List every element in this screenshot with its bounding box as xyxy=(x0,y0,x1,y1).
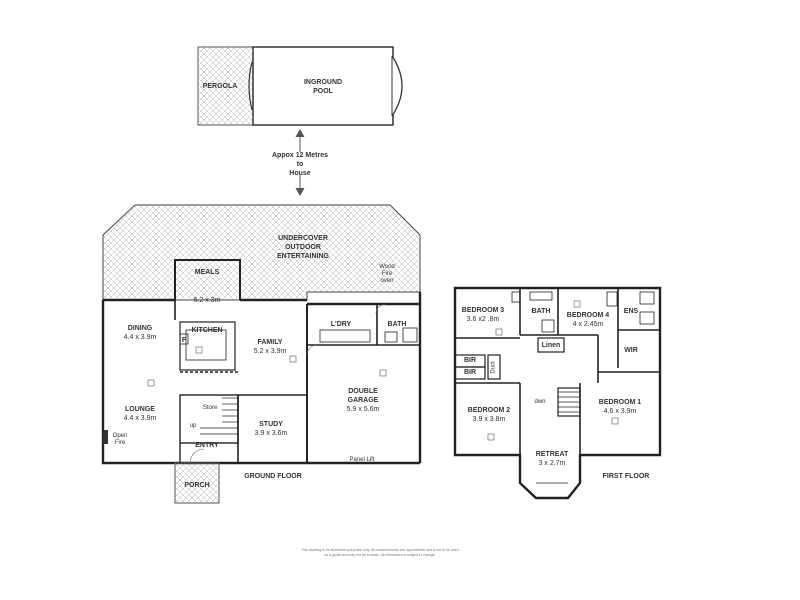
ground-bath-label: BATH xyxy=(387,321,407,328)
family-label: FAMILY xyxy=(257,339,283,346)
wood-fire-label-2: Fire xyxy=(381,271,393,277)
entry-label: ENTRY xyxy=(195,442,219,449)
undercover-label-1: UNDERCOVER xyxy=(278,235,328,242)
duct-label: Duct xyxy=(490,361,497,374)
retreat-size: 3 x 2.7m xyxy=(538,460,566,467)
bir2-label: BIR xyxy=(463,369,477,376)
distance-line-2: to xyxy=(296,161,304,168)
distance-line-3: House xyxy=(289,170,311,177)
first-floor-walls xyxy=(453,286,662,500)
kitchen-label: KITCHEN xyxy=(191,327,223,334)
distance-arrow xyxy=(295,128,305,197)
wood-fire-label-3: oven xyxy=(380,278,394,284)
bedroom3-size: 3.6 x2 .8m xyxy=(466,316,500,323)
bedroom4-size: 4 x 2.45m xyxy=(572,321,604,328)
light-fixture-marks xyxy=(147,300,619,441)
study-size: 3.9 x 3.6m xyxy=(254,430,288,437)
distance-line-1: Appox 12 Metres xyxy=(271,152,329,159)
ground-floor-walls xyxy=(101,259,422,465)
wir-label: WIR xyxy=(624,347,638,354)
undercover-label-3: ENTERTAINING xyxy=(277,253,329,260)
family-size: 5.2 x 3.9m xyxy=(253,348,287,355)
wood-fire-label-1: Wood xyxy=(379,264,395,270)
linen-label: Linen xyxy=(541,342,561,349)
pool-label-1: INGROUND xyxy=(303,79,343,86)
ground-floor-title: GROUND FLOOR xyxy=(244,473,302,480)
garage-size: 5.9 x 5.6m xyxy=(346,406,380,413)
lounge-size: 4.4 x 3.9m xyxy=(123,415,157,422)
open-fire-label-2: Fire xyxy=(114,440,126,446)
porch-area xyxy=(174,462,220,504)
pool-label-2: POOL xyxy=(313,88,333,95)
stairs-up-label: up xyxy=(189,423,197,429)
kitchen-fridge-mark: F xyxy=(181,337,187,344)
bedroom2-label: BEDROOM 2 xyxy=(467,407,511,414)
porch-label: PORCH xyxy=(184,482,210,489)
garage-label-2: GARAGE xyxy=(347,397,379,404)
bedroom2-size: 3.9 x 3.8m xyxy=(472,416,506,423)
disclaimer-text: This drawing is for illustration purpose… xyxy=(301,548,459,557)
undercover-entertaining-area xyxy=(102,204,421,301)
dining-label: DINING xyxy=(127,325,153,332)
door-swings xyxy=(189,303,387,464)
dining-size: 4.4 x 3.9m xyxy=(123,334,157,341)
first-bath-label: BATH xyxy=(531,308,551,315)
study-label: STUDY xyxy=(259,421,283,428)
bedroom4-label: BEDROOM 4 xyxy=(566,312,610,319)
ens-label: ENS xyxy=(623,308,639,315)
garage-label-1: DOUBLE xyxy=(348,388,378,395)
bir1-label: BIR xyxy=(463,357,477,364)
lounge-label: LOUNGE xyxy=(125,406,155,413)
pergola-label: PERGOLA xyxy=(202,83,238,90)
first-floor-title: FIRST FLOOR xyxy=(602,473,650,480)
bedroom1-label: BEDROOM 1 xyxy=(598,399,642,406)
retreat-label: RETREAT xyxy=(535,451,569,458)
meals-size: 6.2 x 3m xyxy=(193,297,221,304)
meals-label: MEALS xyxy=(194,269,220,276)
pool-area xyxy=(197,46,403,126)
store-label: Store xyxy=(202,405,218,411)
stairs-down-label: dwn xyxy=(534,399,546,405)
open-fire-label-1: Open xyxy=(112,433,128,439)
panel-lift-label: Panel Lift xyxy=(349,457,375,463)
laundry-label: L'DRY xyxy=(330,321,352,328)
bedroom1-size: 4.6 x 3.9m xyxy=(603,408,637,415)
bedroom3-label: BEDROOM 3 xyxy=(461,307,505,314)
undercover-label-2: OUTDOOR xyxy=(285,244,321,251)
